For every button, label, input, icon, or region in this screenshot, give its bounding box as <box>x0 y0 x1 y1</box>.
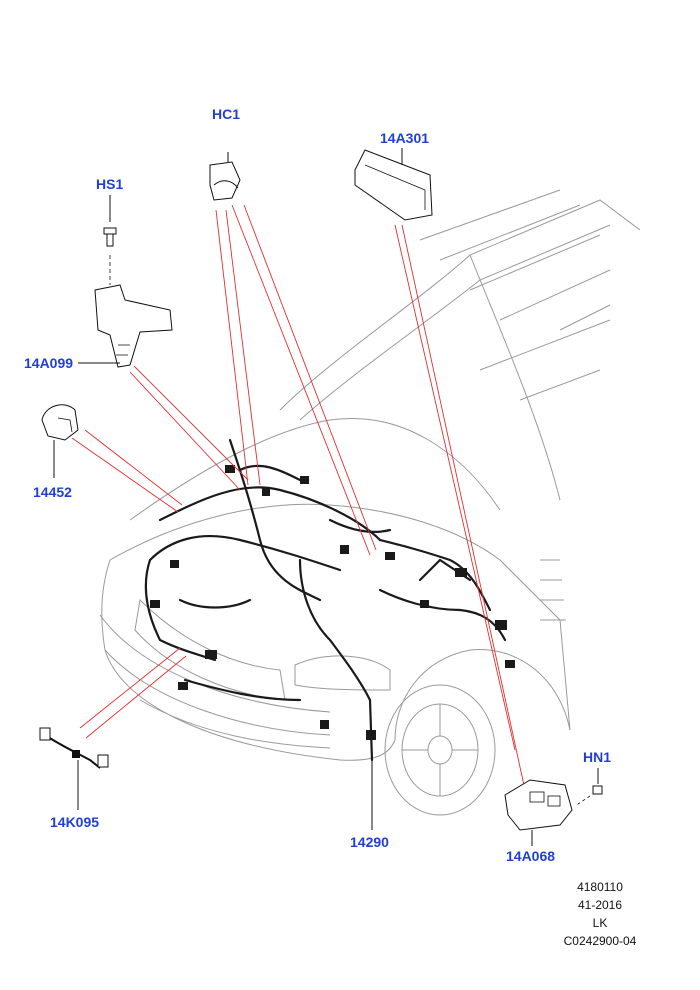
reference-line-2: 41-2016 <box>577 898 623 912</box>
label-14452: 14452 <box>33 484 72 500</box>
14a099-bracket-part <box>78 284 173 368</box>
reference-line-1: 4180110 <box>577 880 623 894</box>
label-14a099: 14A099 <box>24 355 74 371</box>
red-leader-lines <box>71 204 526 791</box>
14452-cap-part <box>41 404 79 478</box>
14k095-harness-part <box>39 727 109 810</box>
reference-block: 4180110 41-2016 LK C0242900-04 <box>540 878 660 950</box>
14a068-box-part <box>504 779 573 846</box>
14a301-cover-part <box>354 148 433 221</box>
hs1-screw-part <box>103 195 117 285</box>
hn1-nut-part <box>574 768 603 807</box>
reference-line-4: C0242900-04 <box>563 934 637 948</box>
label-hn1: HN1 <box>583 749 612 765</box>
label-hs1: HS1 <box>96 176 124 192</box>
label-14a068: 14A068 <box>506 848 556 864</box>
label-14a301: 14A301 <box>380 130 430 146</box>
label-14k095: 14K095 <box>50 814 100 830</box>
label-14290: 14290 <box>350 834 389 850</box>
label-hc1: HC1 <box>212 106 241 122</box>
reference-line-3: LK <box>592 916 608 930</box>
harness-connectors <box>150 465 515 740</box>
hc1-clip-part <box>209 152 241 201</box>
